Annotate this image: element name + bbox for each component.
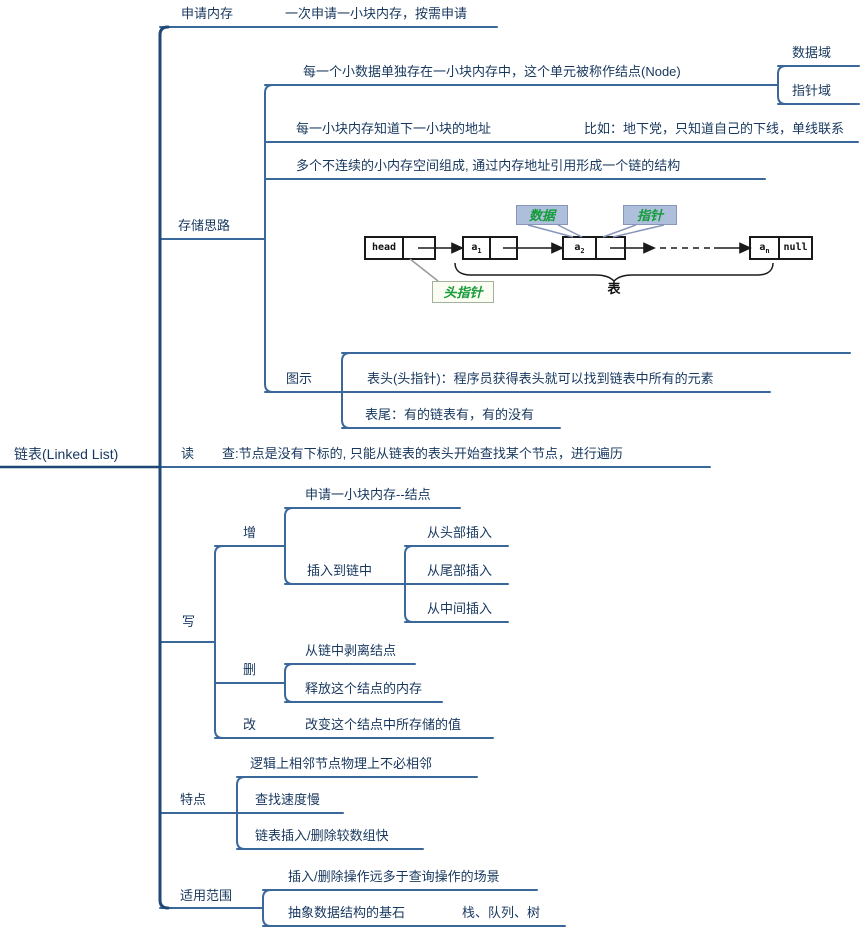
data-callout: 数据 (516, 205, 568, 225)
node-insert-chain[interactable]: 插入到链中 (307, 563, 373, 578)
node-delete[interactable]: 删 (243, 662, 257, 677)
head-pointer-callout: 头指针 (432, 281, 494, 303)
head-cell-label: head (371, 242, 397, 253)
node-foundation-examples[interactable]: 栈、队列、树 (462, 905, 541, 920)
node-read[interactable]: 读 (181, 446, 195, 461)
node-scope-scene[interactable]: 插入/删除操作远多于查询操作的场景 (288, 869, 500, 884)
node-add[interactable]: 增 (243, 525, 257, 540)
a1-cell-label: a1 (471, 242, 482, 255)
node-knows-next-analogy[interactable]: 比如：地下党，只知道自己的下线，单线联系 (584, 121, 845, 136)
node-root[interactable]: 链表(Linked List) (14, 446, 119, 462)
a2-cell-label: a2 (574, 242, 585, 255)
node-alloc-node[interactable]: 申请一小块内存--结点 (305, 487, 431, 502)
node-feature-adjacent[interactable]: 逻辑上相邻节点物理上不必相邻 (250, 756, 433, 771)
list-brace-label: 表 (607, 281, 621, 296)
node-modify-detail[interactable]: 改变这个结点中所存储的值 (305, 717, 462, 732)
null-cell-label: null (783, 242, 808, 253)
node-tail-note[interactable]: 表尾：有的链表有，有的没有 (365, 407, 535, 422)
node-insert-from-middle[interactable]: 从中间插入 (427, 601, 493, 616)
node-detach[interactable]: 从链中剥离结点 (305, 643, 397, 658)
node-knows-next[interactable]: 每一小块内存知道下一小块的地址 (296, 121, 492, 136)
node-modify[interactable]: 改 (243, 717, 257, 732)
node-features[interactable]: 特点 (180, 792, 207, 807)
node-feature-fast-insert[interactable]: 链表插入/删除较数组快 (255, 828, 389, 843)
pointer-callout: 指针 (623, 205, 677, 225)
branch-lines (159, 26, 860, 927)
node-write[interactable]: 写 (182, 614, 196, 629)
list-brace (454, 262, 774, 283)
node-foundation[interactable]: 抽象数据结构的基石 (288, 905, 406, 920)
root-trunk (0, 25, 170, 910)
node-pointer-field[interactable]: 指针域 (792, 83, 832, 98)
node-apply-memory-detail[interactable]: 一次申请一小块内存，按需申请 (285, 6, 468, 21)
an-cell-label: an (759, 242, 770, 255)
node-data-field[interactable]: 数据域 (792, 45, 832, 60)
node-insert-from-tail[interactable]: 从尾部插入 (427, 563, 493, 578)
node-read-detail[interactable]: 查:节点是没有下标的, 只能从链表的表头开始查找某个节点，进行遍历 (222, 446, 623, 461)
node-illustration[interactable]: 图示 (286, 371, 313, 386)
node-free-memory[interactable]: 释放这个结点的内存 (305, 681, 423, 696)
node-insert-from-head[interactable]: 从头部插入 (427, 525, 493, 540)
node-storage-idea[interactable]: 存储思路 (178, 218, 231, 233)
node-node-unit[interactable]: 每一个小数据单独存在一小块内存中，这个单元被称作结点(Node) (303, 64, 681, 79)
node-feature-slow-search[interactable]: 查找速度慢 (255, 792, 321, 807)
node-head-note[interactable]: 表头(头指针)：程序员获得表头就可以找到链表中所有的元素 (367, 371, 714, 386)
linked-list-figure (364, 224, 813, 283)
node-apply-memory[interactable]: 申请内存 (181, 6, 234, 21)
node-chain-structure[interactable]: 多个不连续的小内存空间组成, 通过内存地址引用形成一个链的结构 (296, 158, 681, 173)
node-scope[interactable]: 适用范围 (180, 888, 233, 903)
